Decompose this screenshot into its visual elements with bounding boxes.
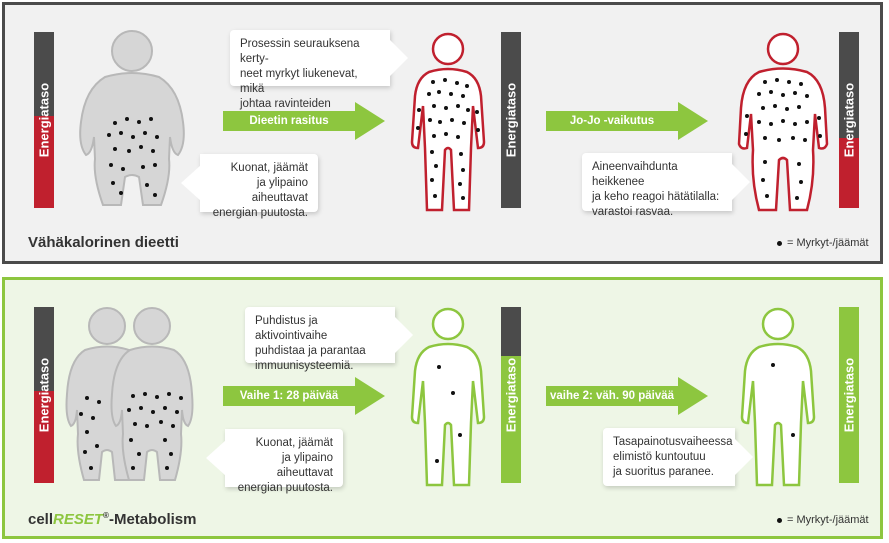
bubble-pointer (181, 165, 201, 201)
info-bubble-balancing: Tasapainotusvaiheessa elimistö kuntoutuu… (603, 428, 735, 486)
energy-bar: Energiataso (501, 307, 521, 483)
toxin-dots (435, 365, 462, 463)
bubble-pointer (395, 317, 413, 353)
arrow-label: vaihe 2: väh. 90 päivää (549, 390, 675, 402)
cleansed-body-figure (410, 307, 486, 487)
thin-body-figure (410, 32, 486, 212)
panel-low-calorie-diet: Energiataso Kuonat, jäämät ja ylipaino a… (2, 2, 883, 264)
bubble-pointer (206, 440, 226, 476)
energy-bar: Energiataso (839, 32, 859, 208)
energy-bar-label: Energiataso (503, 357, 519, 433)
toxin-dots (744, 78, 822, 200)
legend-text: = Myrkyt-/jäämät (787, 514, 869, 526)
energy-bar-fill (34, 391, 54, 483)
arrow-label: Vaihe 1: 28 päivää (239, 390, 339, 402)
info-bubble-waste: Kuonat, jäämät ja ylipaino aiheuttavat e… (225, 429, 343, 494)
energy-bar-label: Energiataso (36, 357, 52, 433)
legend: = Myrkyt-/jäämät (777, 237, 869, 249)
panel-cellreset-metabolism: Energiataso Puhdistus ja aktivointivaihe… (2, 277, 883, 539)
energy-bar-fill (501, 356, 521, 483)
bubble-pointer (735, 439, 753, 475)
toxin-dots (107, 117, 159, 197)
legend-text: = Myrkyt-/jäämät (787, 237, 869, 249)
toxin-dots (771, 363, 795, 437)
overweight-bodies-figure (65, 307, 194, 481)
energy-bar-fill (34, 116, 54, 208)
arrow-yoyo-effect: Jo-Jo -vaikutus (546, 102, 708, 140)
info-bubble-process: Prosessin seurauksena kerty- neet myrkyt… (230, 30, 390, 125)
energy-bar-empty (501, 32, 521, 208)
arrow-label: Jo-Jo -vaikutus (569, 115, 655, 127)
arrow-diet-strain: Dieetin rasitus (223, 102, 385, 140)
title-prefix: cell (28, 511, 54, 528)
legend-dot-icon (777, 240, 782, 246)
energy-bar-label: Energiataso (36, 82, 52, 158)
arrow-phase-2: vaihe 2: väh. 90 päivää (546, 377, 708, 415)
arrow-phase-1: Vaihe 1: 28 päivää (223, 377, 385, 415)
energy-bar-label: Energiataso (841, 357, 857, 433)
panel-title: cellRESET®-Metabolism (28, 511, 196, 528)
info-bubble-cleansing: Puhdistus ja aktivointivaihe puhdistaa j… (245, 307, 395, 372)
title-mark: ® (103, 511, 109, 520)
energy-bar-fill (839, 307, 859, 483)
energy-bar: Energiataso (34, 32, 54, 208)
panel-title: Vähäkalorinen dieetti (28, 234, 179, 251)
energy-bar: Energiataso (501, 32, 521, 208)
legend: = Myrkyt-/jäämät (777, 514, 869, 526)
energy-bar-label: Energiataso (841, 82, 857, 158)
title-brand: RESET (53, 511, 104, 528)
bubble-pointer (390, 40, 408, 76)
info-bubble-metabolism: Aineenvaihdunta heikkenee ja keho reagoi… (582, 153, 732, 218)
title-suffix: -Metabolism (108, 511, 197, 528)
energy-bar-label: Energiataso (503, 82, 519, 158)
energy-bar: Energiataso (839, 307, 859, 483)
arrow-label: Dieetin rasitus (249, 115, 329, 127)
info-bubble-waste: Kuonat, jäämät ja ylipaino aiheuttavat e… (200, 154, 318, 219)
bubble-pointer (732, 164, 750, 200)
toxin-dots (416, 78, 480, 200)
regained-body-figure (737, 32, 829, 212)
overweight-body-figure (79, 30, 185, 206)
legend-dot-icon (777, 517, 782, 523)
healthy-body-figure (740, 307, 816, 487)
energy-bar: Energiataso (34, 307, 54, 483)
toxin-dots (127, 392, 183, 470)
energy-bar-fill (839, 137, 859, 208)
